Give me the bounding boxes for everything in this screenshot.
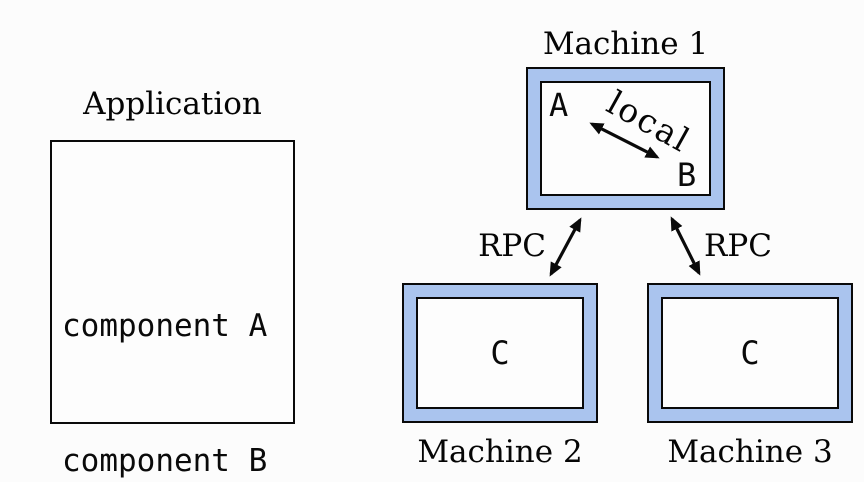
machine3-box: C: [647, 283, 853, 423]
application-title: Application: [83, 86, 262, 122]
machine3-label: Machine 3: [667, 434, 833, 470]
component-list: component A component B component C: [62, 214, 267, 482]
component-item-b: component B: [62, 443, 268, 479]
machine2-inner-box: C: [416, 297, 584, 409]
machine1-node-a: A: [549, 86, 569, 124]
component-item-a: component A: [62, 308, 268, 344]
rpc-left-label: RPC: [478, 228, 546, 264]
rpc-arrow-right: [670, 216, 701, 276]
machine3-inner-box: C: [661, 297, 839, 409]
rpc-arrow-left: [549, 217, 582, 277]
machine2-box: C: [402, 283, 598, 423]
machine2-component: C: [490, 334, 510, 372]
application-box: [50, 140, 295, 424]
machine2-label: Machine 2: [417, 434, 583, 470]
machine1-node-b: B: [677, 156, 697, 194]
machine3-component: C: [740, 334, 760, 372]
machine1-label: Machine 1: [542, 26, 709, 62]
rpc-right-label: RPC: [704, 228, 772, 264]
